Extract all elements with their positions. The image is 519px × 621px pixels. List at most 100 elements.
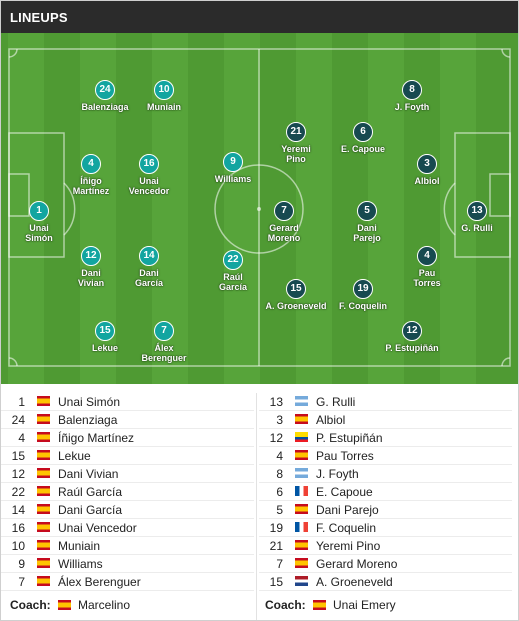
player-number-badge: 4 — [81, 154, 101, 174]
player-number: 10 — [11, 539, 25, 553]
player-name: Pau Torres — [316, 449, 374, 463]
spain-flag-icon — [37, 486, 50, 496]
player-number: 1 — [18, 395, 25, 409]
player-number-badge: 22 — [223, 250, 243, 270]
player-number: 16 — [11, 521, 25, 535]
player-number-badge: 13 — [467, 201, 487, 221]
player-name: G. Rulli — [461, 223, 493, 233]
pitch-player-away[interactable]: 12 P. Estupiñán — [367, 321, 457, 353]
argentina-flag-icon — [295, 396, 308, 406]
player-number: 15 — [11, 449, 25, 463]
spain-flag-icon — [37, 540, 50, 550]
player-name: Muniain — [147, 102, 181, 112]
pitch-player-away[interactable]: 3 Albiol — [382, 154, 472, 186]
france-flag-icon — [295, 486, 308, 496]
player-number-badge: 21 — [286, 122, 306, 142]
player-name: Williams — [58, 557, 103, 571]
player-number: 21 — [269, 539, 283, 553]
player-number: 8 — [276, 467, 283, 481]
player-number-badge: 5 — [357, 201, 377, 221]
player-number: 7 — [276, 557, 283, 571]
player-number: 3 — [276, 413, 283, 427]
pitch-player-home[interactable]: 9 Williams — [188, 152, 278, 184]
pitch-player-away[interactable]: 8 J. Foyth — [367, 80, 457, 112]
spain-flag-icon — [295, 414, 308, 424]
player-name: Álex Berenguer — [58, 575, 141, 589]
player-number: 12 — [11, 467, 25, 481]
player-number: 5 — [276, 503, 283, 517]
player-number-badge: 3 — [417, 154, 437, 174]
player-number: 14 — [11, 503, 25, 517]
pitch-player-home[interactable]: 15 Lekue — [60, 321, 150, 353]
column-divider — [256, 393, 257, 620]
spain-flag-icon — [295, 450, 308, 460]
pitch-player-home[interactable]: 10 Muniain — [119, 80, 209, 112]
pitch-player-away[interactable]: 13 G. Rulli — [432, 201, 518, 233]
player-name: Lekue — [91, 343, 118, 353]
pitch-player-home[interactable]: 24 Balenziaga — [60, 80, 150, 112]
player-number: 13 — [269, 395, 283, 409]
player-name: Muniain — [58, 539, 101, 553]
player-number: 15 — [269, 575, 283, 589]
coach-name: Unai Emery — [333, 598, 396, 612]
player-name: Dani Parejo — [316, 503, 379, 517]
player-number-badge: 16 — [139, 154, 159, 174]
player-number-badge: 15 — [95, 321, 115, 341]
spain-flag-icon — [37, 576, 50, 586]
player-name: Íñigo Martínez — [58, 431, 135, 445]
player-number-badge: 15 — [286, 279, 306, 299]
player-name: Raúl García — [58, 485, 123, 499]
pitch-player-away[interactable]: 19 F. Coquelin — [318, 279, 408, 311]
pitch-player-away[interactable]: 6 E. Capoue — [318, 122, 408, 154]
argentina-flag-icon — [295, 468, 308, 478]
lineups-title: LINEUPS — [10, 10, 68, 25]
roster-row[interactable]: 10 Muniain — [1, 537, 254, 555]
home-coach: Coach: Marcelino — [1, 593, 254, 617]
france-flag-icon — [295, 522, 308, 532]
spain-flag-icon — [295, 558, 308, 568]
coach-label: Coach: — [10, 598, 51, 612]
roster-row[interactable]: 5 Dani Parejo — [259, 501, 512, 519]
player-name: F. Coquelin — [316, 521, 377, 535]
spain-flag-icon — [295, 540, 308, 550]
pitch-player-away[interactable]: 15 A. Groeneveld — [251, 279, 341, 311]
